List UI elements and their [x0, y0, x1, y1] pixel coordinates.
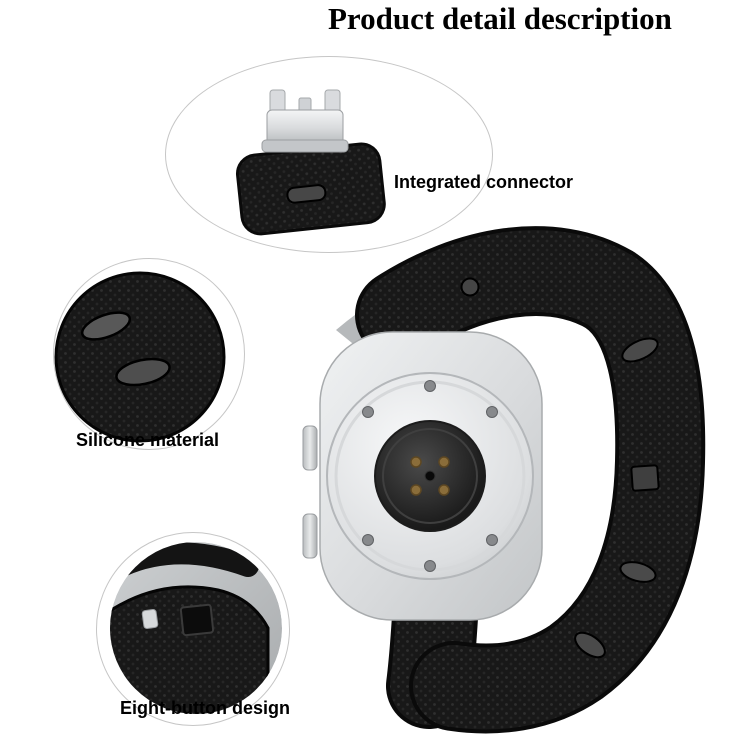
band-hole — [621, 337, 659, 363]
band-hole — [574, 631, 606, 659]
band-hole — [460, 277, 480, 297]
watch-case — [302, 331, 543, 621]
watch-back-photo — [302, 226, 706, 734]
buckle-pin — [141, 609, 159, 629]
eight-button-design-label: Eight-button design — [120, 698, 290, 718]
buckle-square-hole — [630, 464, 660, 492]
side-button — [302, 425, 318, 471]
band-oval-hole — [80, 311, 132, 341]
silicone-texture-photo — [54, 271, 226, 443]
integrated-connector-label: Integrated connector — [394, 172, 574, 192]
buckle-square-hole — [179, 603, 215, 637]
band-slot-hole — [286, 184, 327, 204]
watch-band — [355, 226, 706, 734]
side-button — [302, 513, 318, 559]
backplate-screws — [362, 380, 498, 572]
connector-photo — [235, 89, 386, 236]
silicone-material-label: Silicone material — [76, 430, 220, 450]
band-hole — [619, 561, 657, 583]
buckle-photo — [110, 542, 282, 714]
decorative-ellipse-ring — [165, 56, 493, 253]
band-segment — [235, 142, 386, 236]
decorative-ring-material — [53, 258, 245, 450]
sensor-center — [424, 470, 436, 482]
silicone-disc — [54, 271, 226, 443]
band-oval-hole — [115, 357, 171, 387]
sensor-contacts — [410, 456, 450, 496]
page-title: Product detail description — [328, 1, 672, 36]
decorative-ring-buttons — [96, 532, 290, 726]
metal-connector — [261, 89, 349, 153]
